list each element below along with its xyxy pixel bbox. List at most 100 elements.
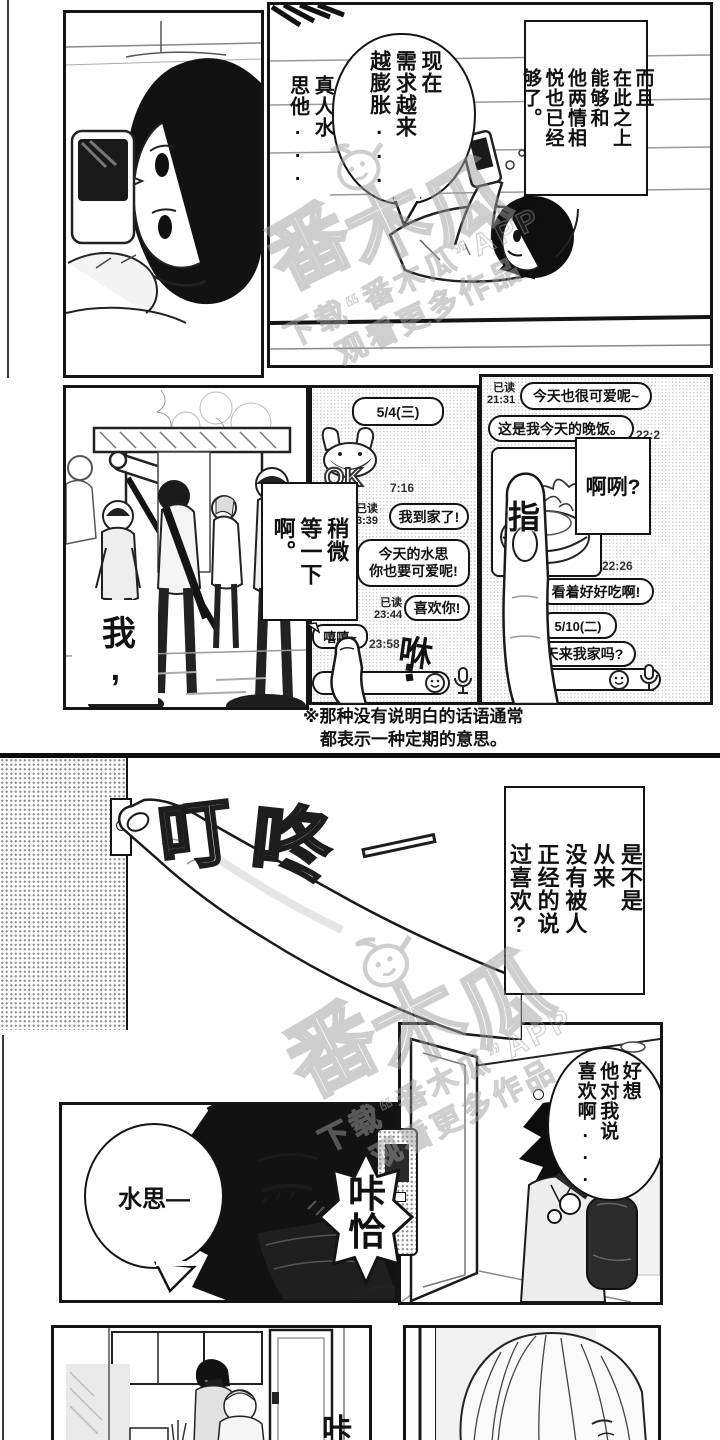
panel-face-closeup — [63, 10, 264, 378]
chat-message: 我到家了! — [389, 503, 469, 530]
message-text: 你也要可爱呢! — [369, 563, 458, 579]
message-text: 今天来我家吗? — [530, 646, 624, 662]
caption-box-wait: 稍微 等一下 啊。 — [261, 482, 358, 621]
finger-point-large — [502, 472, 560, 704]
speech-bubble-demand: 现在 需求越来 越膨胀... — [332, 33, 476, 205]
caption-line: 而且 — [632, 68, 654, 108]
thought-line: 好想 — [619, 1061, 641, 1101]
bubble-line: 现在 — [419, 50, 442, 94]
read-time: 23:44 — [374, 609, 403, 622]
footnote-line: 都表示一种定期的意思。 — [320, 729, 507, 749]
bubble-tail — [392, 197, 422, 227]
message-text: 看着好好吃啊! — [551, 583, 641, 600]
caption-line: 在此之上 — [610, 68, 632, 148]
monologue-line: 是不是 — [617, 843, 643, 912]
chat-date-pill: 5/10(二) — [539, 612, 617, 639]
panel-room — [51, 1325, 372, 1440]
finger-tap — [330, 636, 368, 704]
monologue-line: 没有被人 — [562, 843, 588, 935]
message-text: 我到家了! — [398, 508, 460, 525]
thought-bubble-like: 好想 他对我说 喜欢啊... — [547, 1047, 660, 1201]
caption-line: 悦也已经 — [542, 68, 564, 148]
page-trim-line — [7, 0, 9, 378]
doorbell-wall — [0, 758, 128, 1030]
thought-trail-circle — [559, 1193, 581, 1215]
chat-message: 喜欢你! — [404, 595, 470, 621]
ok-sticker — [321, 426, 377, 478]
mizushi-text: 水思— — [118, 1185, 190, 1213]
date-text: 5/4(三) — [376, 403, 420, 420]
sfx-dingdong-2: 咚 — [245, 795, 337, 895]
speech-bubble-mizushi: 水思— — [84, 1123, 224, 1269]
caption-box-enough: 而且 在此之上 能够和 他两情相 悦也已经 够了。 — [520, 20, 654, 196]
sfx-kacha-burst — [318, 1152, 414, 1287]
monologue-line: 从来 — [590, 843, 616, 889]
read-label: 已读 — [493, 382, 516, 394]
read-label: 已读 — [356, 503, 379, 515]
bubble-tail — [153, 1261, 197, 1293]
overlay-box-are: 啊咧? — [575, 437, 651, 535]
overlay-text: 啊咧? — [585, 476, 641, 499]
read-time: 3:39 — [356, 515, 379, 528]
chat-date-pill: 5/4(三) — [352, 397, 444, 426]
read-time: 21:31 — [487, 394, 516, 407]
smiley-icon[interactable] — [608, 669, 630, 691]
page-trim-line — [2, 1035, 4, 1440]
wait-line: 等一下 — [297, 517, 323, 586]
caption-line: 够了。 — [519, 68, 541, 128]
kacha-char: 咔 — [322, 1414, 352, 1440]
caption-line: 能够和 — [587, 68, 609, 128]
read-receipt: 已读 3:39 — [356, 503, 378, 527]
read-label: 已读 — [380, 597, 403, 609]
panel-hallway: 好想 他对我说 喜欢啊... — [398, 1022, 663, 1305]
thought-trail-circle — [547, 1209, 562, 1224]
bubble-line: 需求越来 — [393, 50, 417, 138]
chat-message: 这是我今天的晚饭。 — [488, 415, 634, 442]
kacha-char: 咔 — [348, 1174, 387, 1216]
thought-trail-circle — [533, 1089, 544, 1100]
page-divider — [0, 753, 720, 758]
date-text: 5/10(二) — [554, 619, 602, 634]
read-receipt: 已读 21:31 — [487, 382, 515, 406]
room-art — [66, 1328, 345, 1440]
smiley-icon[interactable] — [424, 672, 446, 694]
microphone-icon[interactable] — [638, 663, 660, 695]
caption-open-me: 我, — [72, 600, 158, 704]
chat-message: 今天的水思 你也要可爱呢! — [357, 539, 470, 587]
footnote: ※那种没有说明白的话语通常 都表示一种定期的意思。 — [303, 706, 524, 752]
chat-message: 今天也很可爱呢~ — [520, 382, 652, 410]
photo-time: 22:26 — [602, 559, 633, 573]
monologue-line: 过喜欢? — [506, 843, 532, 938]
narration-line: 思他... — [286, 75, 309, 186]
wait-line: 稍微 — [324, 517, 350, 563]
monologue-box: 是不是 从来 没有被人 正经的说 过喜欢? — [504, 786, 645, 995]
chat-message: 看着好好吃啊! — [538, 578, 654, 605]
message-text: 喜欢你! — [413, 600, 461, 616]
bubble-tail — [306, 622, 320, 634]
message-text: 今天也很可爱呢~ — [532, 388, 640, 404]
kacha-char: 恰 — [348, 1212, 387, 1254]
panel-blonde-closeup — [403, 1325, 661, 1440]
caption-me-text: 我, — [96, 615, 135, 689]
sfx-tap: 咻 — [396, 632, 435, 676]
read-receipt: 已读 23:44 — [374, 597, 402, 621]
blonde-closeup-art — [418, 1328, 647, 1440]
sticker-time: 7:16 — [390, 481, 415, 495]
arm-pressing-doorbell — [118, 798, 522, 1040]
microphone-icon[interactable] — [452, 666, 474, 698]
monologue-line: 正经的说 — [534, 843, 560, 935]
sfx-kacha-2: 咔 恰 — [322, 1416, 352, 1440]
thought-line: 喜欢啊... — [574, 1061, 596, 1187]
sfx-dingdong-1: 叮 — [152, 788, 239, 882]
message-text: 这是我今天的晚饭。 — [498, 420, 624, 437]
sfx-point: 指 — [508, 499, 541, 535]
bubble-line: 越膨胀... — [367, 50, 391, 188]
narration-line: 真人水 — [311, 75, 334, 138]
footnote-line: ※那种没有说明白的话语通常 — [303, 707, 524, 726]
face-closeup-art — [66, 21, 261, 324]
thought-line: 他对我说 — [597, 1061, 619, 1141]
caption-line: 他两情相 — [565, 68, 586, 148]
sfx-kacha: 咔 恰 — [348, 1176, 386, 1252]
wait-line: 啊。 — [270, 517, 296, 563]
